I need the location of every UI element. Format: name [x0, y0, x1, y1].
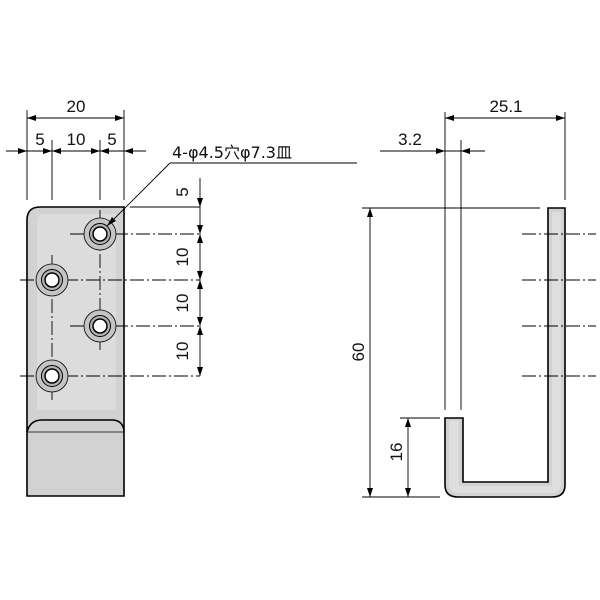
- dim-lip: 16: [387, 418, 411, 497]
- hole-note-text: 4-φ4.5穴φ7.3皿: [172, 143, 292, 162]
- dim-seg-mid-text: 10: [67, 130, 86, 149]
- plate-bend-edge: [26, 419, 125, 433]
- hole-3: [83, 309, 117, 343]
- hole-note: 4-φ4.5穴φ7.3皿: [106, 143, 357, 227]
- j-profile: [444, 207, 566, 498]
- j-profile-inner: [449, 212, 561, 493]
- dim-pitch-2-text: 10: [173, 294, 192, 313]
- dim-hole-spacing: 5 10 5: [6, 130, 146, 154]
- dim-width-total: 20: [27, 97, 124, 121]
- dim-vertical-pitch: 5 10 10 10: [173, 178, 203, 376]
- hole-2: [35, 263, 69, 297]
- dim-pitch-1-text: 10: [173, 248, 192, 267]
- dim-thickness: 3.2: [380, 130, 485, 154]
- dim-thickness-text: 3.2: [398, 130, 422, 149]
- dim-pitch-top-text: 5: [173, 187, 192, 196]
- hole-1: [83, 217, 117, 251]
- dim-seg-right-text: 5: [107, 130, 116, 149]
- dim-pitch-3-text: 10: [173, 342, 192, 361]
- dim-depth: 25.1: [445, 97, 565, 121]
- dim-height-text: 60: [349, 343, 368, 362]
- dim-depth-text: 25.1: [489, 97, 522, 116]
- dim-seg-left-text: 5: [35, 130, 44, 149]
- dim-lip-text: 16: [387, 443, 406, 462]
- dim-height: 60: [349, 208, 373, 497]
- side-view: 25.1 3.2 60 16: [349, 97, 596, 498]
- front-view: 20 5 10 5 4-φ4.5穴φ7.3皿: [6, 97, 357, 497]
- dim-width-total-text: 20: [67, 97, 86, 116]
- hole-4: [35, 359, 69, 393]
